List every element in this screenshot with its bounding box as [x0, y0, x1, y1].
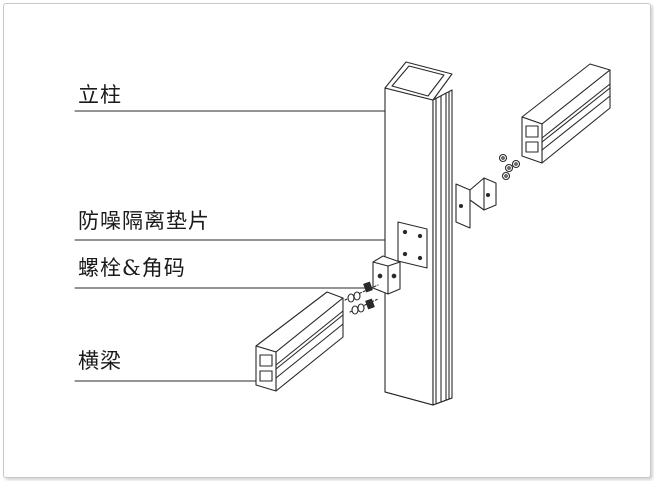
spacer-hole	[402, 229, 408, 235]
washer	[504, 163, 514, 173]
bracket-hole	[485, 192, 491, 198]
washer	[353, 291, 361, 301]
bracket-hole	[377, 273, 383, 279]
washer	[347, 293, 355, 303]
bracket-top	[372, 261, 401, 267]
beam-end-face	[521, 116, 543, 164]
washer-hole	[504, 174, 508, 178]
leader-lines	[74, 110, 406, 382]
bolt-set-left	[344, 281, 379, 315]
column-top	[384, 61, 453, 101]
washer-hole	[501, 156, 505, 160]
column-top-inner	[391, 65, 445, 97]
spacer-pad-part	[397, 221, 428, 269]
spacer-hole	[402, 251, 408, 257]
washer	[501, 171, 511, 181]
washer	[511, 159, 521, 169]
washer-hole	[514, 162, 518, 166]
bolt-set-right	[498, 153, 521, 181]
washer	[351, 305, 359, 315]
bolt-head	[365, 298, 375, 310]
beam-right-part	[521, 63, 611, 164]
beam-end-slot	[525, 141, 539, 153]
bracket-hole	[391, 273, 397, 279]
spacer-hole	[417, 233, 423, 239]
beam-groove	[275, 314, 344, 370]
bracket-face	[372, 255, 401, 295]
beam-end-face	[255, 345, 277, 392]
beam-left-part	[255, 291, 344, 392]
label-column: 立柱	[78, 83, 122, 107]
beam-end-slot	[259, 354, 273, 367]
label-beam: 横梁	[78, 349, 122, 373]
label-bolt-bracket: 螺栓&角码	[78, 256, 186, 280]
spacer-pad	[397, 221, 428, 269]
beam-groove	[541, 87, 611, 143]
angle-bracket-left	[372, 255, 401, 295]
bolt-head	[363, 281, 373, 293]
beam-end-slot	[525, 125, 539, 138]
label-spacer: 防噪隔离垫片	[78, 209, 210, 233]
bracket-flange	[469, 177, 497, 211]
beam-groove	[275, 310, 344, 366]
beam-groove	[541, 83, 611, 139]
spacer-hole	[417, 255, 423, 261]
washer	[357, 303, 365, 313]
column-bottom-edge	[384, 391, 453, 406]
angle-bracket-right	[455, 177, 497, 229]
washer-hole	[507, 166, 511, 170]
beam-end-slot	[259, 370, 273, 382]
beam-groove	[541, 95, 611, 151]
beam-groove	[275, 323, 344, 379]
bracket-hole	[458, 203, 464, 209]
washer	[498, 153, 508, 163]
